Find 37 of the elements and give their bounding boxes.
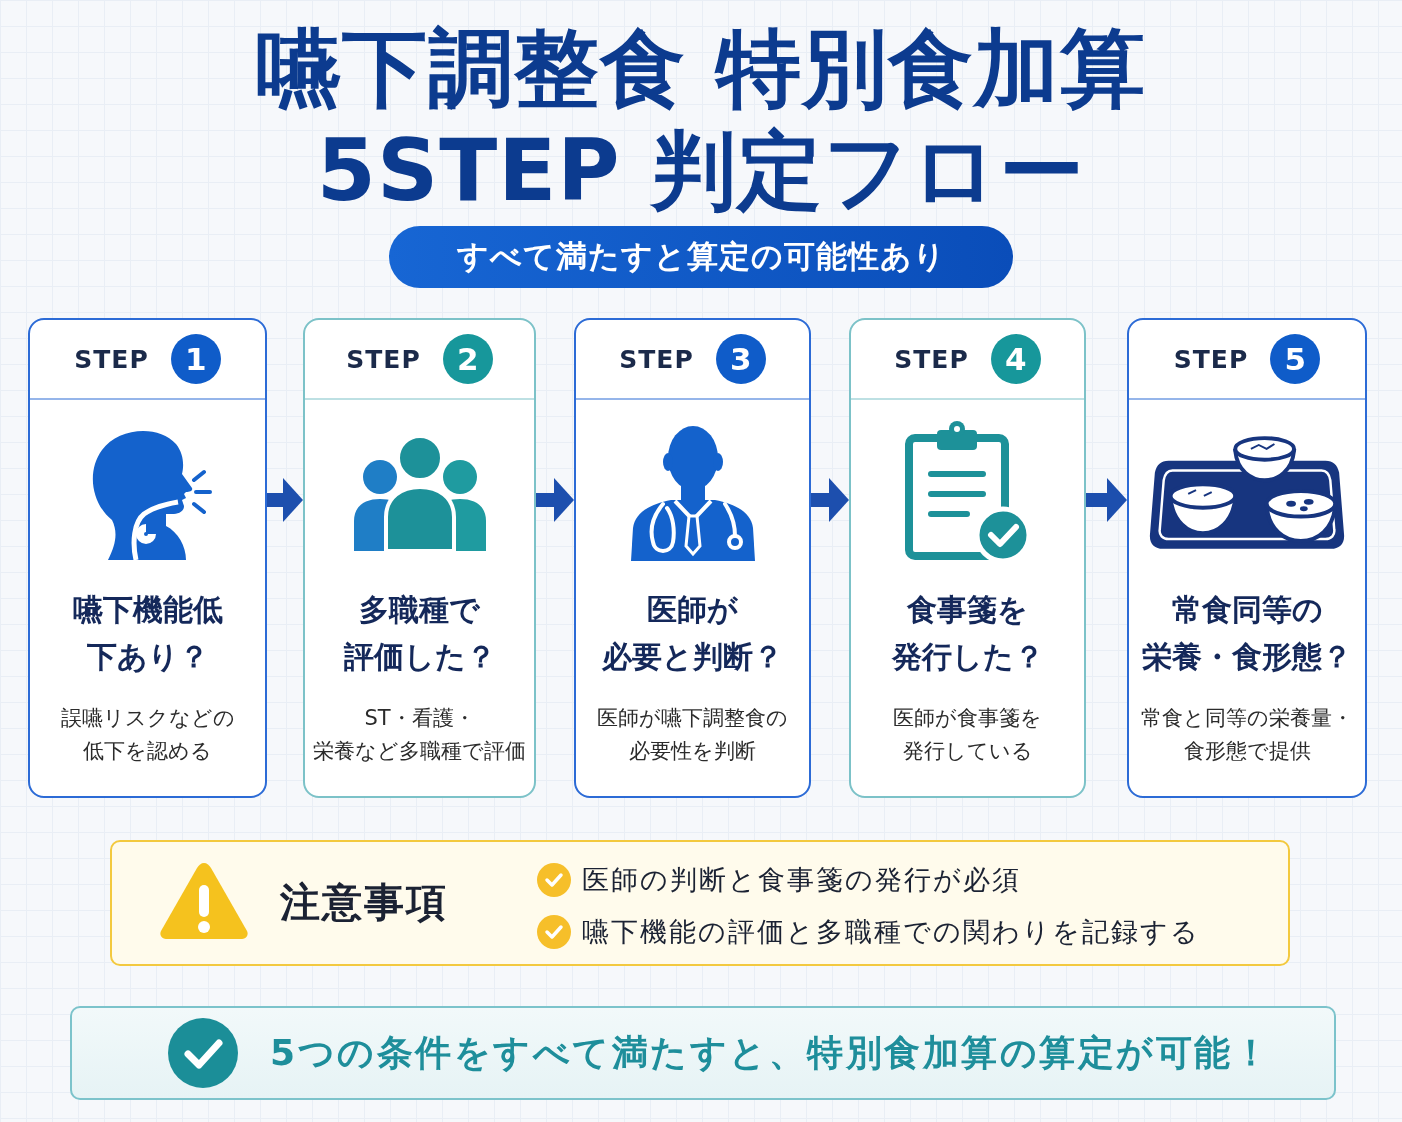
step-card: [849, 318, 1086, 798]
step-number-badge: 2: [442, 334, 493, 384]
step-card: [574, 318, 811, 798]
step-question: 嚥下機能低下あり？: [71, 591, 224, 676]
step-number-badge: 4: [990, 334, 1041, 384]
step-label: STEP: [619, 344, 694, 374]
step-number-badge: 1: [170, 334, 221, 384]
step-number-badge: 3: [715, 334, 766, 384]
caution-panel: [110, 840, 1290, 966]
arrow: [1086, 478, 1127, 522]
step-description: 誤嚥リスクなどの低下を認める: [59, 705, 236, 765]
step-question: 常食同等の栄養・食形態？: [1141, 591, 1353, 676]
conclusion-banner: [70, 1006, 1336, 1100]
caution-item: 医師の判断と食事箋の発行が必須: [582, 863, 1021, 897]
step-description: 医師が嚥下調整食の必要性を判断: [596, 705, 789, 765]
subtitle-banner: すべて満たすと算定の可能性あり: [389, 226, 1013, 288]
step-label: STEP: [894, 344, 969, 374]
caution-heading: 注意事項: [280, 878, 448, 927]
title: 嚥下調整食 特別食加算 5STEP 判定フロー: [254, 18, 1148, 222]
step-description: 医師が食事箋を発行している: [892, 705, 1043, 765]
arrow: [267, 478, 303, 522]
step-question: 食事箋を発行した？: [890, 591, 1045, 676]
arrow: [536, 478, 574, 522]
step-label: STEP: [346, 344, 421, 374]
step-question: 医師が必要と判断？: [601, 591, 784, 676]
step-card: [1127, 318, 1367, 798]
step-number-badge: 5: [1270, 334, 1321, 384]
step-label: STEP: [1173, 344, 1249, 374]
conclusion-text: 5つの条件をすべて満たすと、特別食加算の算定が可能！: [270, 1031, 1272, 1075]
step-card: [28, 318, 267, 798]
step-label: STEP: [74, 344, 149, 374]
step-question: 多職種で評価した？: [342, 591, 497, 676]
step-description: 常食と同等の栄養量・食形態で提供: [1140, 705, 1354, 765]
step-card: [303, 318, 536, 798]
step-description: ST・看護・栄養など多職種で評価: [312, 705, 527, 765]
caution-item: 嚥下機能の評価と多職種での関わりを記録する: [582, 915, 1200, 949]
arrow: [811, 478, 849, 522]
